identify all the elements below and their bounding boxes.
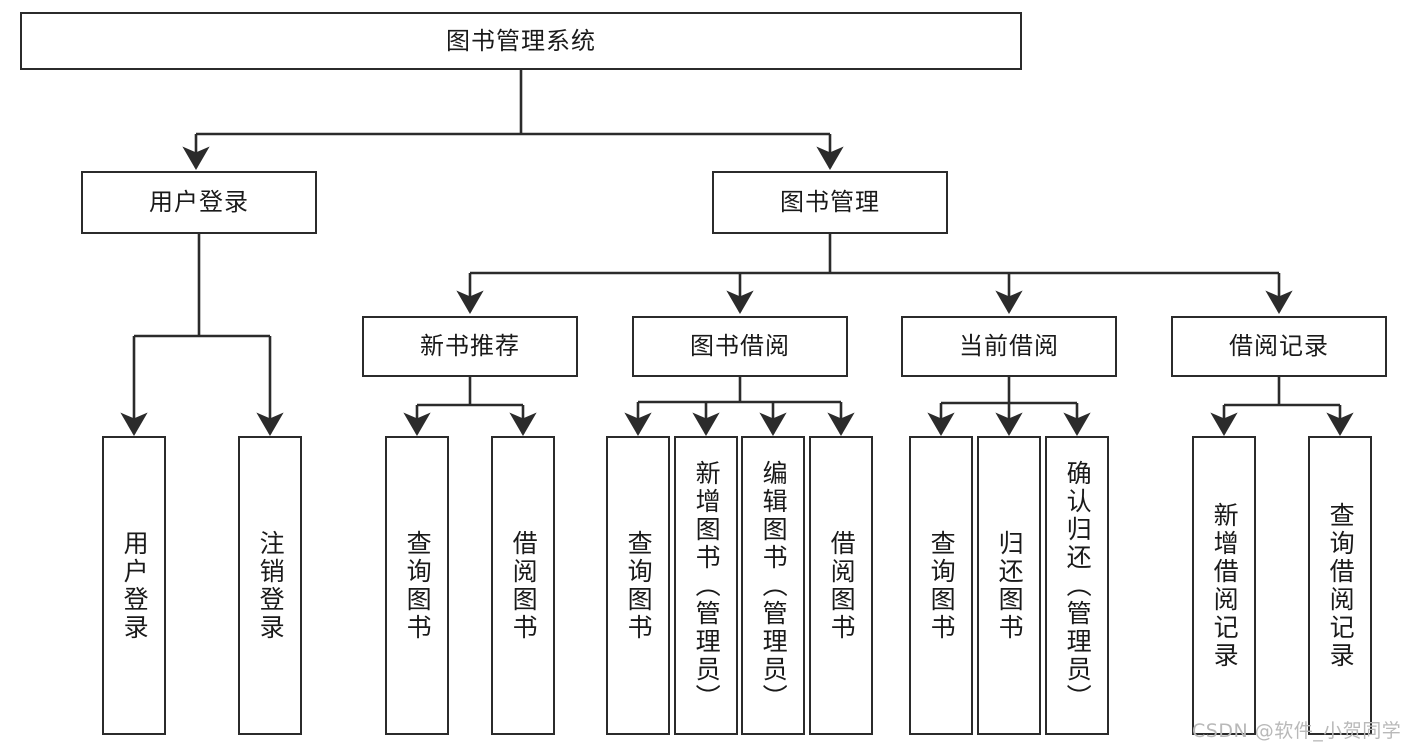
node-label: 借阅图书	[509, 529, 539, 642]
node-new-book-recommend[interactable]: 新书推荐	[362, 316, 578, 377]
node-leaf-query-book-recommend[interactable]: 查询图书	[385, 436, 449, 735]
node-label: 图书管理系统	[446, 26, 596, 55]
node-current-borrow[interactable]: 当前借阅	[901, 316, 1117, 377]
node-label: 新增借阅记录	[1210, 501, 1240, 670]
node-leaf-user-login[interactable]: 用户登录	[102, 436, 166, 735]
node-book-management[interactable]: 图书管理	[712, 171, 948, 234]
node-label: 确认归还（管理员）	[1063, 459, 1093, 712]
node-label: 当前借阅	[959, 332, 1059, 361]
node-label: 编辑图书（管理员）	[759, 459, 789, 712]
node-label: 借阅图书	[827, 529, 857, 642]
node-leaf-query-book-borrow[interactable]: 查询图书	[606, 436, 670, 735]
node-label: 新书推荐	[420, 332, 520, 361]
node-label: 用户登录	[120, 529, 150, 642]
node-leaf-add-book[interactable]: 新增图书（管理员）	[674, 436, 738, 735]
node-borrow-record[interactable]: 借阅记录	[1171, 316, 1387, 377]
node-leaf-edit-book[interactable]: 编辑图书（管理员）	[741, 436, 805, 735]
node-label: 新增图书（管理员）	[692, 459, 722, 712]
node-label: 归还图书	[995, 529, 1025, 642]
node-leaf-query-record[interactable]: 查询借阅记录	[1308, 436, 1372, 735]
node-book-borrow[interactable]: 图书借阅	[632, 316, 848, 377]
node-label: 查询图书	[927, 529, 957, 642]
node-user-login[interactable]: 用户登录	[81, 171, 317, 234]
node-leaf-logout[interactable]: 注销登录	[238, 436, 302, 735]
node-label: 查询借阅记录	[1326, 501, 1356, 670]
node-label: 查询图书	[624, 529, 654, 642]
node-leaf-query-book-current[interactable]: 查询图书	[909, 436, 973, 735]
csdn-watermark: CSDN @软件_小贺同学	[1192, 720, 1402, 742]
node-leaf-confirm-return[interactable]: 确认归还（管理员）	[1045, 436, 1109, 735]
node-leaf-add-record[interactable]: 新增借阅记录	[1192, 436, 1256, 735]
node-leaf-borrow-book-recommend[interactable]: 借阅图书	[491, 436, 555, 735]
node-leaf-borrow-book[interactable]: 借阅图书	[809, 436, 873, 735]
node-leaf-return-book[interactable]: 归还图书	[977, 436, 1041, 735]
node-label: 用户登录	[149, 188, 249, 217]
node-label: 图书借阅	[690, 332, 790, 361]
node-label: 查询图书	[403, 529, 433, 642]
node-label: 图书管理	[780, 188, 880, 217]
node-label: 借阅记录	[1229, 332, 1329, 361]
node-root-system[interactable]: 图书管理系统	[20, 12, 1022, 70]
node-label: 注销登录	[256, 529, 286, 642]
